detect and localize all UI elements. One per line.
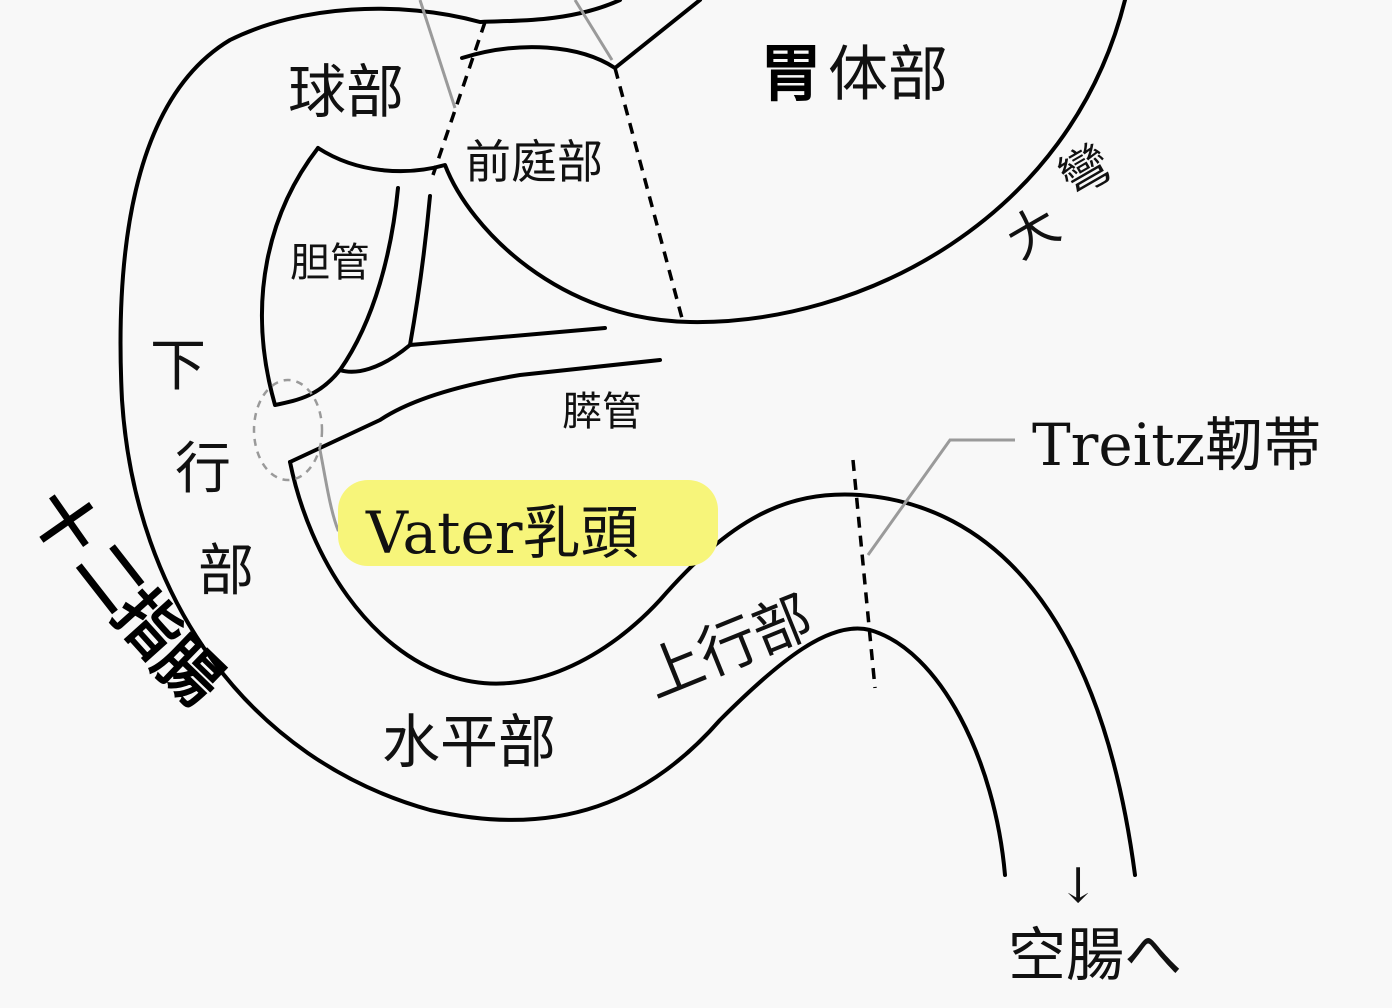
label-stomach-body: 体部 — [828, 40, 948, 110]
down-arrow-icon: ↓ — [1058, 858, 1098, 914]
label-greater-curvature-2: 大 — [997, 195, 1069, 270]
duodenum-inner-wall — [288, 460, 1137, 877]
label-bulb: 球部 — [288, 58, 404, 126]
antrum-body-line — [613, 67, 685, 323]
label-antrum: 前庭部 — [465, 135, 603, 189]
label-descending-2: 行 — [175, 437, 231, 502]
descending-inner-upper — [259, 146, 400, 407]
bile-duct-branch — [408, 194, 607, 347]
label-vater-papilla: Vater乳頭 — [365, 499, 639, 567]
vater-highlight — [338, 480, 718, 566]
label-treitz-ligament: Treitz靭帯 — [1032, 411, 1321, 479]
treitz-line — [851, 459, 877, 689]
label-descending-1: 下 — [150, 334, 206, 399]
pylorus-line — [431, 21, 487, 176]
treitz-leader — [866, 438, 1015, 556]
bulb-leader — [418, 0, 457, 109]
label-stomach-bold: 胃 — [760, 37, 822, 110]
label-ascending: 上行部 — [635, 583, 822, 711]
label-descending-3: 部 — [198, 539, 254, 604]
label-greater-curvature-1: 彎 — [1049, 133, 1121, 208]
label-pancreatic-duct: 膵管 — [562, 389, 642, 435]
label-to-jejunum: 空腸へ — [1008, 921, 1182, 989]
vater-papilla-ring — [252, 378, 324, 482]
vater-leader — [318, 449, 355, 532]
label-horizontal: 水平部 — [382, 708, 556, 776]
bulb-top-arc — [460, 0, 702, 70]
pancreatic-duct — [288, 343, 662, 464]
label-bile-duct: 胆管 — [290, 240, 370, 286]
stomach-lower-contour — [316, 0, 1127, 325]
pylorus-leader — [573, 0, 614, 61]
duodenum-outer-wall — [118, 0, 1007, 877]
